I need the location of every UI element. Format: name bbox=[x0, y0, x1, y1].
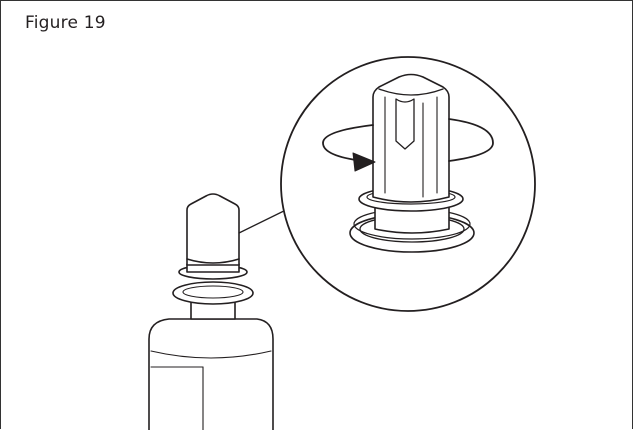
zoom-detail bbox=[280, 56, 536, 312]
cap-body bbox=[186, 193, 240, 266]
bottle-collar-ring-outer bbox=[172, 281, 254, 305]
bottle bbox=[148, 193, 274, 430]
cap-bottom-edge bbox=[186, 258, 240, 264]
bottle-shoulder-line bbox=[150, 350, 272, 359]
rotate-arrow-icon bbox=[322, 118, 494, 172]
rotate-arrow-head bbox=[352, 152, 376, 172]
rotate-arrow-back bbox=[448, 118, 494, 162]
bottle-collar-ring-inner bbox=[182, 285, 244, 299]
zoom-cap-top bbox=[378, 88, 444, 96]
bottle-neck bbox=[190, 300, 236, 320]
zoom-neck bbox=[374, 203, 450, 234]
zoom-cap-tab bbox=[395, 98, 415, 150]
bottle-body bbox=[148, 318, 274, 430]
cap-neck bbox=[186, 263, 240, 273]
rotate-arrow-left bbox=[322, 124, 374, 162]
figure-title: Figure 19 bbox=[25, 13, 106, 33]
